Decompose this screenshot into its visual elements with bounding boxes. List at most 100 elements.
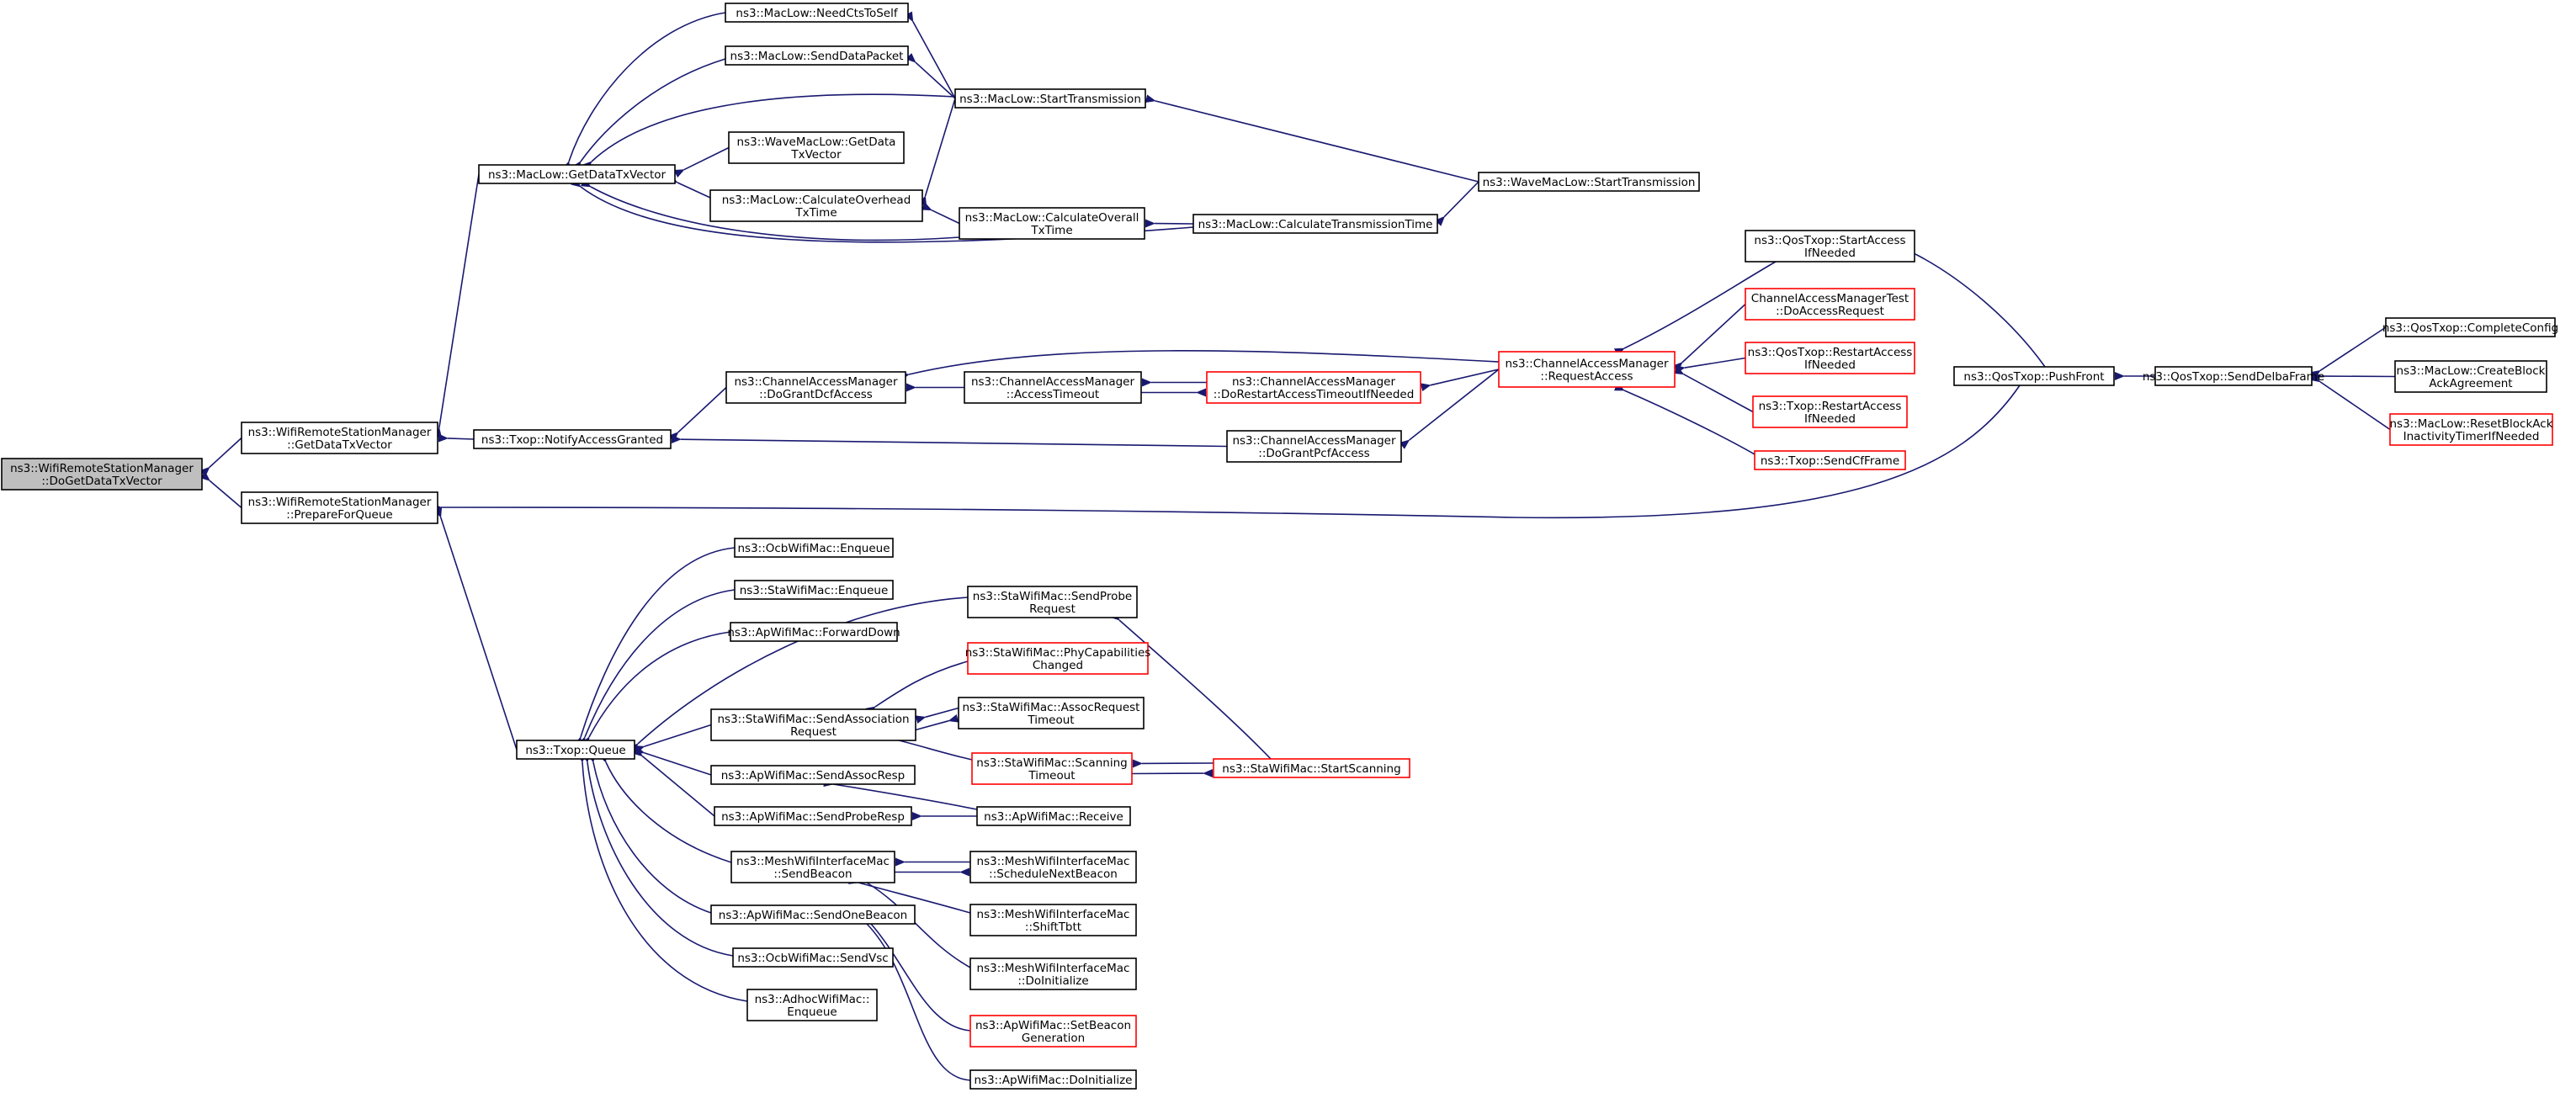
node-camTest[interactable]: ChannelAccessManagerTest::DoAccessReques… <box>1745 288 1915 321</box>
node-label: ::DoGrantDcfAccess <box>759 388 873 401</box>
node-label: Request <box>1029 602 1076 616</box>
node-box <box>241 491 438 524</box>
node-box <box>959 207 1145 240</box>
node-meshShift[interactable]: ns3::MeshWifiInterfaceMac::ShiftTbtt <box>969 904 1137 936</box>
node-label: ::ShiftTbtt <box>1025 920 1081 934</box>
node-layer: ns3::WifiRemoteStationManager::DoGetData… <box>1 3 2558 1090</box>
node-sendCf[interactable]: ns3::Txop::SendCfFrame <box>1754 450 1906 470</box>
node-box <box>1226 430 1402 463</box>
edge-requestAccess-to-doGrantDcf <box>899 350 1500 381</box>
node-apForward[interactable]: ns3::ApWifiMac::ForwardDown <box>727 622 900 642</box>
node-label: ns3::MacLow::CalculateOverhead <box>722 194 911 207</box>
node-box <box>725 45 909 66</box>
node-waveStartTx[interactable]: ns3::WaveMacLow::StartTransmission <box>1478 172 1700 192</box>
node-label: ns3::MacLow::CalculateOverall <box>965 211 1139 225</box>
edge-notifyAccess-to-getDataTxVector <box>438 433 475 443</box>
edge-txopRestart-to-requestAccess <box>1673 366 1754 413</box>
node-waveGetData[interactable]: ns3::WaveMacLow::GetDataTxVector <box>728 131 905 164</box>
node-requestAccess[interactable]: ns3::ChannelAccessManager::RequestAccess <box>1498 351 1676 388</box>
node-label: ns3::StaWifiMac::SendProbe <box>973 590 1132 603</box>
node-label: ns3::QosTxop::PushFront <box>1963 370 2104 384</box>
node-label: ns3::ChannelAccessManager <box>1232 375 1396 389</box>
node-label: ::DoGrantPcfAccess <box>1258 447 1369 460</box>
node-box <box>478 164 676 184</box>
node-macGetDataTx[interactable]: ns3::MacLow::GetDataTxVector <box>478 164 676 184</box>
node-label: Timeout <box>1028 769 1075 782</box>
node-resetBlock[interactable]: ns3::MacLow::ResetBlockAckInactivityTime… <box>2389 413 2553 446</box>
node-txopQueue[interactable]: ns3::Txop::Queue <box>516 740 635 760</box>
node-box <box>709 189 923 222</box>
node-staEnqueue[interactable]: ns3::StaWifiMac::Enqueue <box>734 580 894 600</box>
node-meshSchedule[interactable]: ns3::MeshWifiInterfaceMac::ScheduleNextB… <box>969 851 1137 883</box>
node-prepareForQueue[interactable]: ns3::WifiRemoteStationManager::PrepareFo… <box>241 491 438 524</box>
node-apSendOneBeacon[interactable]: ns3::ApWifiMac::SendOneBeacon <box>710 904 916 925</box>
node-apInit[interactable]: ns3::ApWifiMac::DoInitialize <box>969 1069 1137 1090</box>
node-label: ns3::WifiRemoteStationManager <box>248 426 432 439</box>
node-sendProbeResp[interactable]: ns3::ApWifiMac::SendProbeResp <box>714 806 912 826</box>
node-sendAssocResp[interactable]: ns3::ApWifiMac::SendAssocResp <box>710 765 916 785</box>
node-box <box>1478 172 1700 192</box>
node-startTx[interactable]: ns3::MacLow::StartTransmission <box>954 88 1146 109</box>
edge-phyCap-to-sendAssocReq <box>865 660 969 716</box>
edge-getDataTxVector-to-root <box>199 437 242 477</box>
node-label: ns3::MeshWifiInterfaceMac <box>977 962 1130 975</box>
node-box <box>516 740 635 760</box>
edge-startTx-to-macGetDataTx <box>582 93 956 172</box>
node-adhocEnqueue[interactable]: ns3::AdhocWifiMac::Enqueue <box>746 989 878 1021</box>
node-root[interactable]: ns3::WifiRemoteStationManager::DoGetData… <box>1 458 203 491</box>
node-box <box>967 642 1149 675</box>
node-box <box>710 904 916 925</box>
node-doGrantDcf[interactable]: ns3::ChannelAccessManager::DoGrantDcfAcc… <box>725 371 906 404</box>
node-label: ns3::ChannelAccessManager <box>1232 434 1396 448</box>
node-completeConfig[interactable]: ns3::QosTxop::CompleteConfig <box>2382 317 2558 337</box>
node-sendDelba[interactable]: ns3::QosTxop::SendDelbaFrame <box>2143 366 2324 386</box>
edge-sendAssocResp-to-txopQueue <box>634 745 712 776</box>
node-apReceive[interactable]: ns3::ApWifiMac::Receive <box>976 806 1131 826</box>
edge-startTx-to-calcOverhead <box>918 98 956 207</box>
node-label: ns3::ApWifiMac::ForwardDown <box>727 626 900 639</box>
node-box <box>710 765 916 785</box>
node-sendDataPacket[interactable]: ns3::MacLow::SendDataPacket <box>725 45 909 66</box>
node-label: ns3::QosTxop::RestartAccess <box>1748 346 1913 359</box>
node-label: ns3::WaveMacLow::StartTransmission <box>1483 176 1696 189</box>
node-label: ns3::MacLow::SendDataPacket <box>730 50 904 63</box>
node-needCts[interactable]: ns3::MacLow::NeedCtsToSelf <box>725 3 909 23</box>
node-ocbEnqueue[interactable]: ns3::OcbWifiMac::Enqueue <box>734 538 894 558</box>
node-doGrantPcf[interactable]: ns3::ChannelAccessManager::DoGrantPcfAcc… <box>1226 430 1402 463</box>
edge-adhocEnqueue-to-txopQueue <box>577 752 748 1002</box>
node-label: ns3::StaWifiMac::Enqueue <box>740 584 889 597</box>
node-pushFront[interactable]: ns3::QosTxop::PushFront <box>1953 366 2115 386</box>
node-getDataTxVector[interactable]: ns3::WifiRemoteStationManager::GetDataTx… <box>241 422 438 454</box>
node-meshInit[interactable]: ns3::MeshWifiInterfaceMac::DoInitialize <box>969 957 1137 990</box>
node-startScanning[interactable]: ns3::StaWifiMac::StartScanning <box>1213 758 1410 778</box>
node-label: ns3::WifiRemoteStationManager <box>10 462 194 475</box>
node-label: ns3::MacLow::GetDataTxVector <box>488 168 667 182</box>
node-accessTimeout[interactable]: ns3::ChannelAccessManager::AccessTimeout <box>964 371 1142 404</box>
edge-apForward-to-txopQueue <box>581 631 731 748</box>
node-label: ns3::StaWifiMac::SendAssociation <box>717 713 909 726</box>
node-doRestart[interactable]: ns3::ChannelAccessManager::DoRestartAcce… <box>1206 371 1421 404</box>
node-box <box>958 697 1145 729</box>
node-notifyAccess[interactable]: ns3::Txop::NotifyAccessGranted <box>473 429 672 449</box>
node-label: ns3::MeshWifiInterfaceMac <box>977 855 1130 868</box>
node-calcTxTime[interactable]: ns3::MacLow::CalculateTransmissionTime <box>1192 214 1438 234</box>
edge-apSetBeacon-to-apSendOneBeacon <box>862 914 971 1032</box>
node-ocbSendVsc[interactable]: ns3::OcbWifiMac::SendVsc <box>732 947 894 968</box>
edge-qosRestart-to-requestAccess <box>1675 357 1746 374</box>
node-label: ::RequestAccess <box>1540 370 1633 384</box>
node-label: ns3::WaveMacLow::GetData <box>737 135 896 149</box>
edge-pushFront-to-prepareForQueue <box>431 385 2021 519</box>
node-meshSendBeacon[interactable]: ns3::MeshWifiInterfaceMac::SendBeacon <box>730 851 895 883</box>
